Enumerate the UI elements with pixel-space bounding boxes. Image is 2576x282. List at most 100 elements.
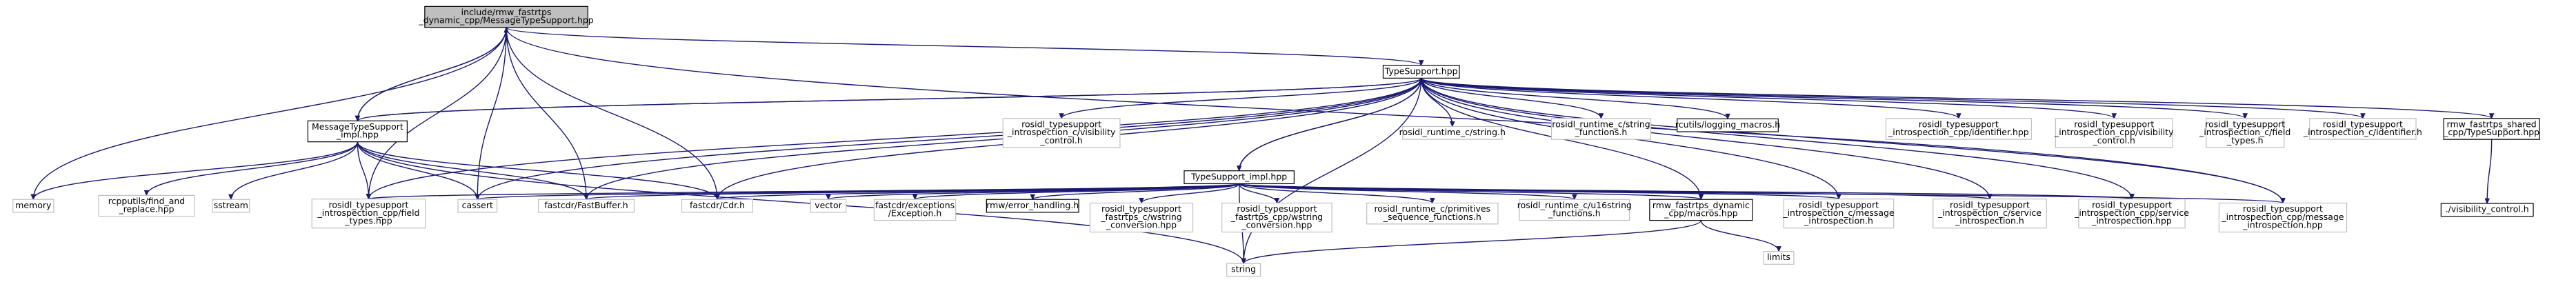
node-label-line: _introspection_c/visibility — [1007, 127, 1116, 137]
edge-line — [1238, 183, 1990, 200]
edge-typesupport-to-msg_impl — [355, 77, 1422, 122]
node-cpp-srv-intro[interactable]: rosidl_typesupport_introspection_cpp/ser… — [2074, 199, 2189, 229]
node-fastbuffer[interactable]: fastcdr/FastBuffer.h — [538, 199, 635, 213]
edge-typesupport-to-c_string_functions — [1420, 78, 1604, 120]
node-label-line: TypeSupport_impl.hpp — [1190, 171, 1287, 181]
node-box — [311, 199, 426, 229]
node-box — [2055, 118, 2173, 148]
node-msg-impl[interactable]: MessageTypeSupport_impl.hpp — [307, 120, 408, 143]
node-box — [1763, 250, 1795, 265]
node-cpp-msg-intro[interactable]: rosidl_typesupport_introspection_cpp/mes… — [2218, 202, 2348, 233]
edge-ts_impl-to-cppwstring — [1238, 183, 1280, 204]
node-cpp-identifier[interactable]: rosidl_typesupport_introspection_cpp/ide… — [1885, 118, 2032, 140]
node-label-line: rmw/error_handling.h — [986, 200, 1079, 210]
node-label-line: rosidl_typesupport — [1101, 203, 1181, 214]
node-cwstring[interactable]: rosidl_typesupport_fastrtps_c/wstring_co… — [1089, 202, 1194, 233]
node-ts-impl[interactable]: TypeSupport_impl.hpp — [1184, 170, 1295, 185]
node-label-line: cassert — [462, 200, 493, 210]
node-exception[interactable]: fastcdr/exceptions/Exception.h — [873, 199, 957, 221]
node-label-line: rosidl_runtime_c/u16string — [1517, 200, 1632, 210]
edge-arrowhead — [2111, 113, 2117, 120]
node-label-line: _impl.hpp — [336, 130, 379, 140]
node-sstream[interactable]: sstream — [212, 199, 250, 213]
edge-macros-to-string — [1241, 219, 1702, 265]
node-cpp-field-types[interactable]: rosidl_typesupport_introspection_cpp/fie… — [311, 199, 426, 229]
edge-line — [1238, 183, 1575, 200]
node-cassert[interactable]: cassert — [457, 199, 498, 213]
node-label-line: _control.h — [2093, 135, 2135, 145]
node-label-line: memory — [15, 200, 52, 210]
node-label-line: rosidl_typesupport — [2205, 119, 2285, 129]
node-memory[interactable]: memory — [12, 199, 54, 213]
node-box — [1649, 199, 1753, 221]
edge-line — [357, 141, 718, 200]
node-label-line: _introspection_cpp/field — [317, 208, 419, 218]
edge-line — [357, 141, 1244, 264]
node-c-srv-intro[interactable]: rosidl_typesupport_introspection_c/servi… — [1933, 199, 2047, 229]
edge-msg_impl-to-root — [357, 26, 509, 121]
node-cdr[interactable]: fastcdr/Cdr.h — [681, 199, 754, 213]
node-box — [1382, 65, 1460, 79]
edge-line — [1700, 220, 1779, 252]
node-box — [1366, 202, 1499, 225]
edge-arrowhead — [2242, 113, 2248, 120]
node-cppwstring[interactable]: rosidl_typesupport_fastrtps_cpp/wstring_… — [1221, 202, 1332, 233]
node-box — [1519, 199, 1630, 221]
edge-line — [1420, 77, 2246, 119]
node-shared-ts[interactable]: rmw_fastrtps_shared_cpp/TypeSupport.hpp — [2443, 118, 2540, 140]
edge-ts_impl-to-exception — [912, 183, 1240, 201]
node-c-msg-intro[interactable]: rosidl_typesupport_introspection_c/messa… — [1782, 199, 1895, 229]
edge-line — [357, 141, 587, 200]
node-label-line: _introspection_cpp/message — [2221, 212, 2344, 222]
edge-ts_impl-to-macros — [1238, 183, 1704, 201]
node-label-line: _introspection.hpp — [2091, 216, 2172, 226]
edge-arrowhead — [1274, 197, 1280, 204]
node-c-string[interactable]: rosidl_runtime_c/string.h — [1399, 125, 1506, 140]
node-macros[interactable]: rmw_fastrtps_dynamic_cpp/macros.hpp — [1649, 199, 1753, 221]
node-vector[interactable]: vector — [810, 199, 847, 213]
edge-typesupport-to-c_field_types — [1420, 77, 2248, 120]
node-label-line: _control.h — [1039, 135, 1082, 145]
node-typesupport[interactable]: TypeSupport.hpp — [1382, 65, 1460, 79]
node-logging[interactable]: rcutils/logging_macros.h — [1675, 118, 1780, 132]
node-u16string[interactable]: rosidl_runtime_c/u16string_functions.h — [1517, 199, 1632, 221]
node-error-handling[interactable]: rmw/error_handling.h — [986, 199, 1079, 213]
edge-line — [506, 27, 2284, 203]
edge-arrowhead — [1776, 246, 1781, 252]
node-label-line: ./visibility_control.h — [2446, 204, 2529, 214]
node-label-line: rosidl_typesupport — [1950, 199, 2030, 210]
node-c-string-functions[interactable]: rosidl_runtime_c/string_functions.h — [1550, 118, 1652, 140]
node-c-field-types[interactable]: rosidl_typesupport_introspection_c/field… — [2199, 118, 2290, 148]
node-label-line: include/rmw_fastrtps — [461, 7, 552, 17]
node-cpp-visibility[interactable]: rosidl_typesupport_introspection_cpp/vis… — [2054, 118, 2174, 148]
node-primitives[interactable]: rosidl_runtime_c/primitives_sequence_fun… — [1366, 202, 1499, 225]
node-label-line: string — [1231, 264, 1256, 274]
node-root[interactable]: include/rmw_fastrtps_dynamic_cpp/Message… — [418, 6, 594, 28]
edge-line — [368, 27, 507, 199]
edge-line — [1420, 78, 2133, 199]
edge-line — [1238, 183, 1702, 200]
edge-msg_impl-to-find_replace — [143, 141, 359, 197]
node-box — [1550, 118, 1652, 140]
edge-arrowhead — [1450, 121, 1455, 128]
node-label-line: _types.hpp — [344, 216, 392, 226]
node-find-replace[interactable]: rcpputils/find_and_replace.hpp — [98, 194, 195, 217]
node-vis-control[interactable]: ./visibility_control.h — [2440, 203, 2534, 217]
node-limits[interactable]: limits — [1763, 250, 1795, 265]
node-c-visibility[interactable]: rosidl_typesupport_introspection_c/visib… — [1002, 118, 1121, 148]
edge-typesupport-to-logging — [1420, 78, 1730, 120]
edge-line — [1420, 77, 1959, 119]
edge-ts_impl-to-typesupport — [1238, 77, 1424, 171]
edge-arrowhead — [912, 194, 918, 201]
dependency-nodes: include/rmw_fastrtps_dynamic_cpp/Message… — [12, 6, 2540, 277]
node-box — [307, 120, 408, 143]
edge-line — [1420, 78, 1728, 119]
edge-typesupport-to-shared_ts — [1420, 77, 2495, 120]
edge-arrowhead — [583, 194, 589, 201]
node-string[interactable]: string — [1226, 263, 1261, 277]
node-box — [212, 199, 250, 213]
edge-ts_impl-to-cpp_srv_intro — [1238, 183, 2135, 200]
node-label-line: _dynamic_cpp/MessageTypeSupport.hpp — [418, 15, 593, 26]
node-c-identifier[interactable]: rosidl_typesupport_introspection_c/ident… — [2303, 118, 2422, 140]
node-box — [12, 199, 54, 213]
